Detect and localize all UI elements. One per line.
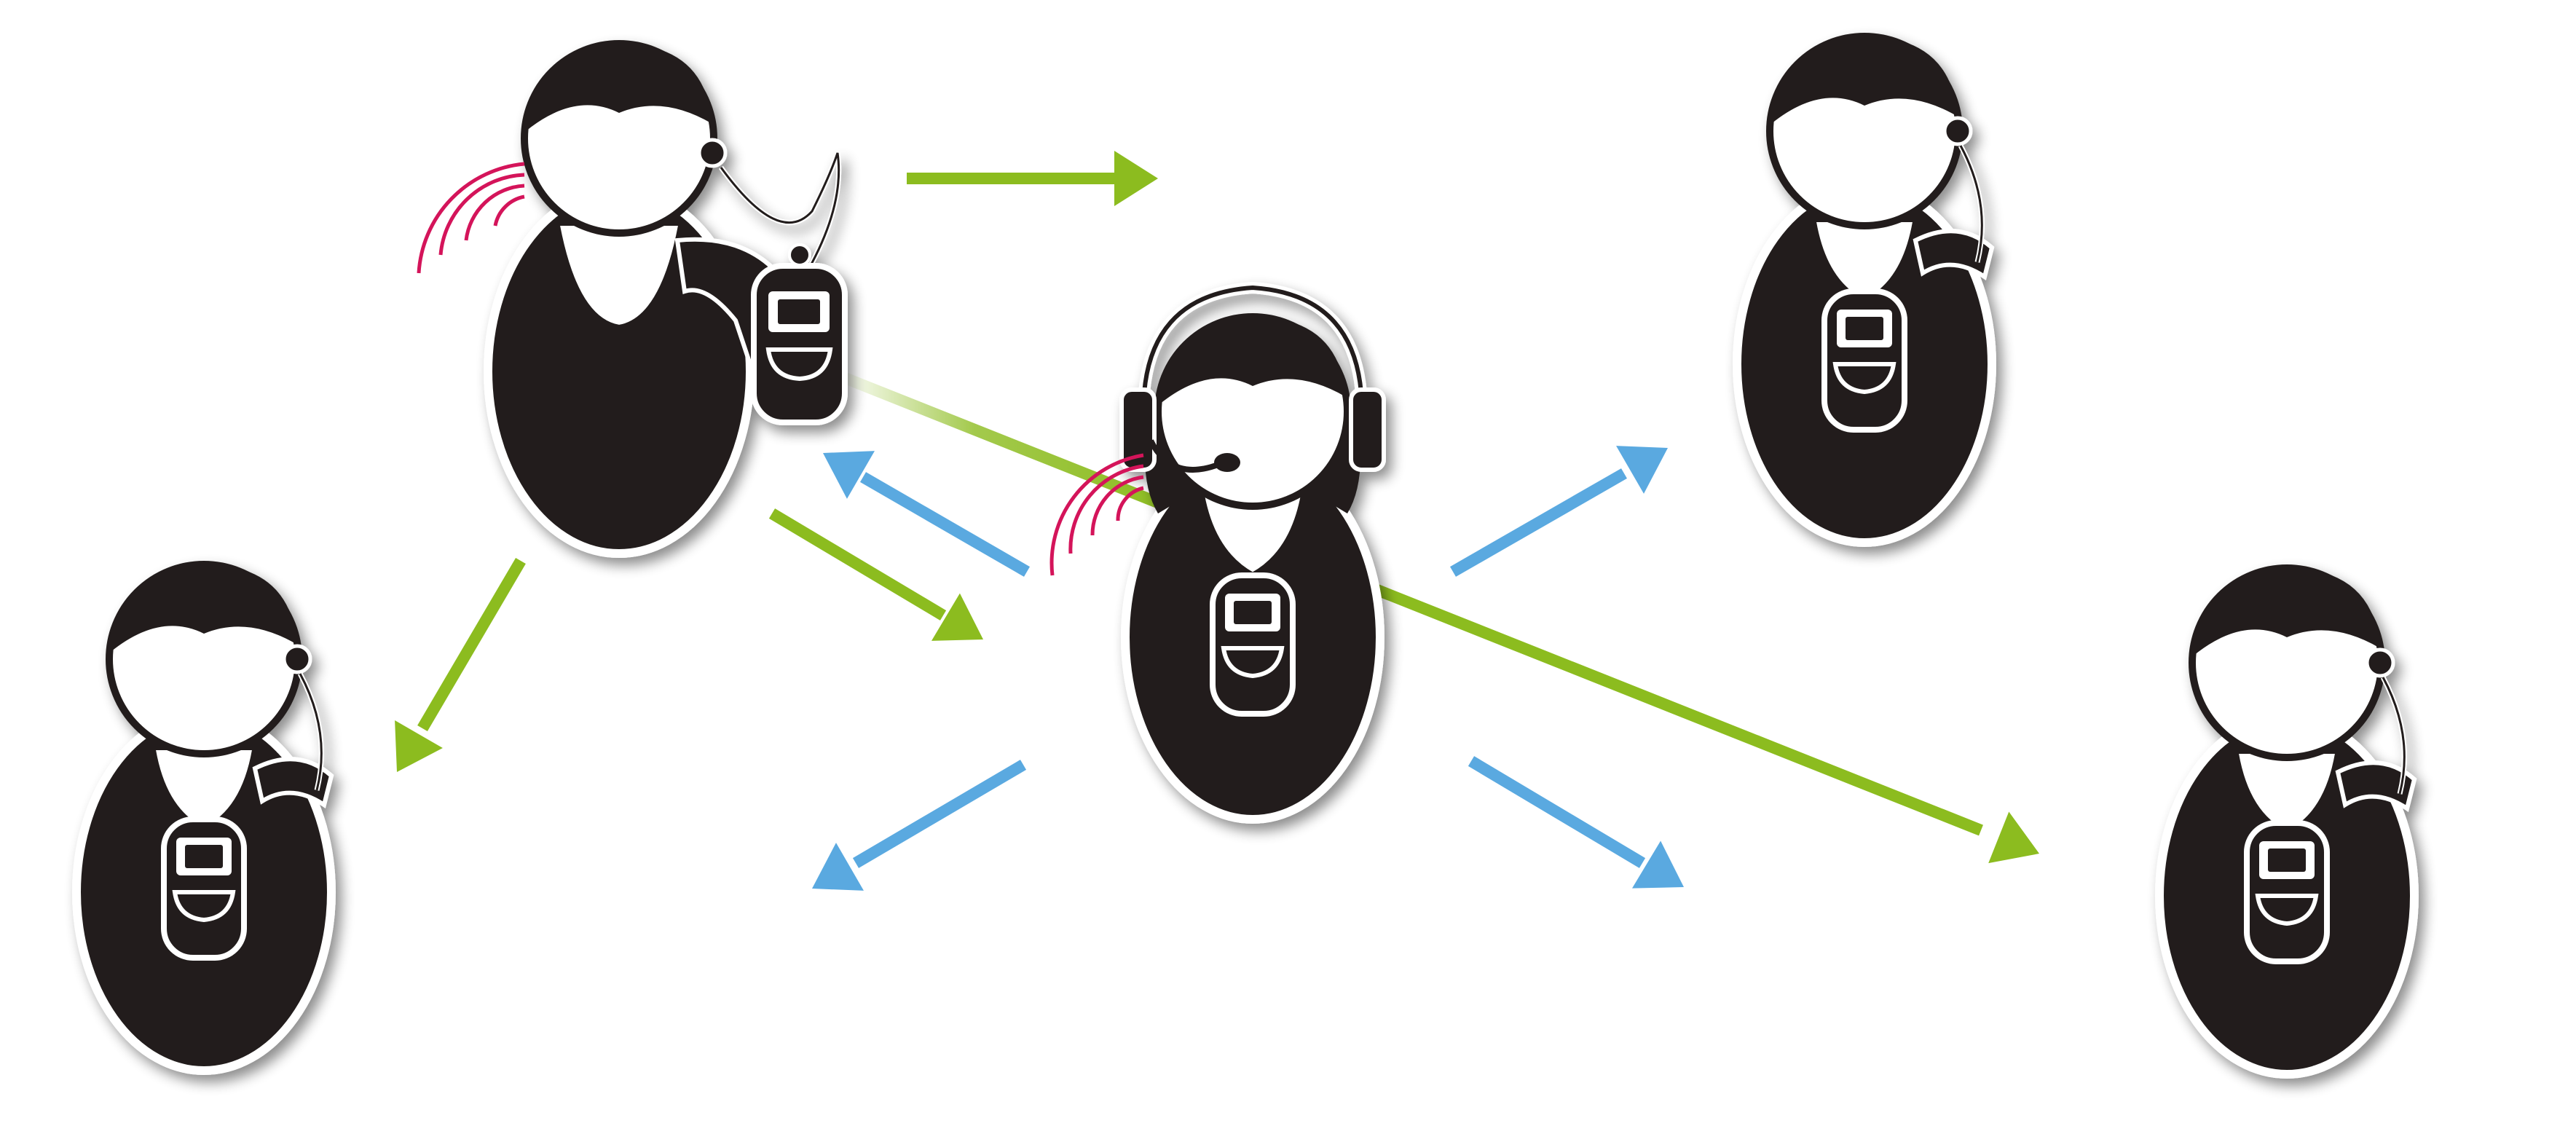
- arrow-speaker-right: [907, 151, 1158, 206]
- speaker-figure: [484, 40, 848, 558]
- arrow-interpreter-to-bottom-left: [798, 760, 1027, 913]
- listener-bottom-left: [76, 564, 331, 1071]
- arrow-speaker-to-far-listener: [835, 369, 2050, 880]
- handheld-transmitter-icon: [751, 243, 848, 425]
- listener-bottom-right: [2159, 568, 2414, 1074]
- arrow-interpreter-to-speaker: [809, 429, 1031, 577]
- interpreter-figure: [1119, 281, 1386, 824]
- arrow-speaker-to-interpreter: [768, 508, 998, 664]
- speaker-speech-waves-icon: [417, 162, 525, 274]
- interpreter-speech-waves-icon: [1049, 453, 1144, 576]
- arrow-interpreter-to-bottom-right: [1468, 756, 1698, 911]
- listener-top-right: [1737, 36, 1992, 543]
- arrow-speaker-to-bottom-left: [373, 557, 526, 786]
- arrow-interpreter-to-top-right: [1450, 424, 1682, 577]
